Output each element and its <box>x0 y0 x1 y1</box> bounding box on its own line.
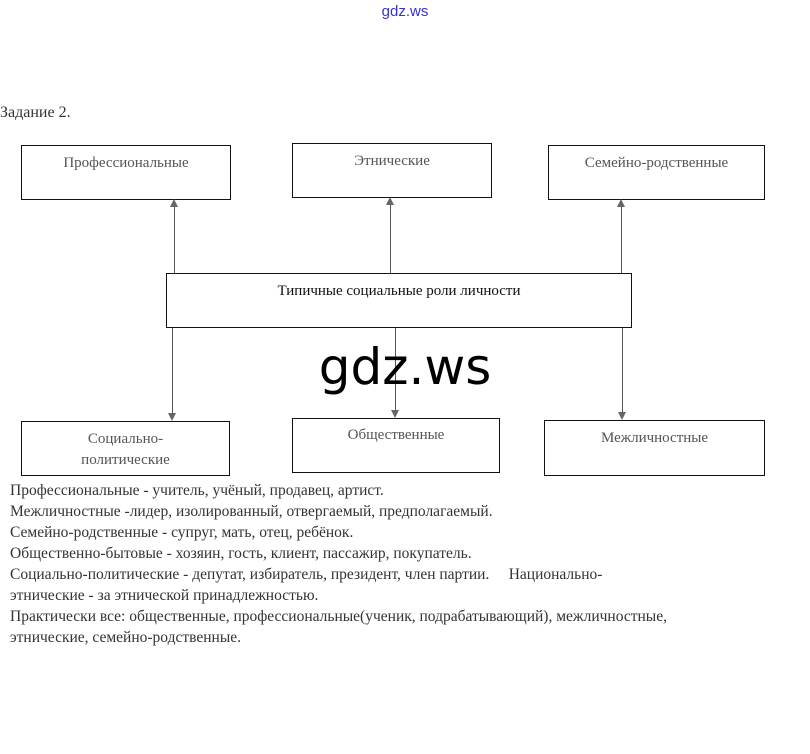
text-line: Социально-политические - депутат, избира… <box>10 566 603 583</box>
connector-line <box>174 204 175 273</box>
site-link[interactable]: gdz.ws <box>381 3 429 20</box>
text-line: этнические, семейно-родственные. <box>10 629 242 646</box>
box-ethnic: Этнические <box>292 143 492 198</box>
text-line: Общественно-бытовые - хозяин, гость, кли… <box>10 545 472 562</box>
text-line: Профессиональные - учитель, учёный, прод… <box>10 482 384 499</box>
text-line: этнические - за этнической принадлежност… <box>10 587 319 604</box>
box-center: Типичные социальные роли личности <box>166 273 632 328</box>
task-heading: Задание 2. <box>0 104 71 121</box>
arrow-down-icon <box>618 412 626 420</box>
connector-line <box>172 328 173 414</box>
connector-line <box>622 328 623 412</box>
text-line: Межличностные -лидер, изолированный, отв… <box>10 503 493 520</box>
box-socio-political: Социально- политические <box>21 421 230 476</box>
connector-line <box>621 204 622 273</box>
box-professional: Профессиональные <box>21 145 231 200</box>
arrow-up-icon <box>617 199 625 207</box>
arrow-up-icon <box>170 199 178 207</box>
arrow-up-icon <box>386 197 394 205</box>
box-public: Общественные <box>292 418 500 473</box>
box-interpersonal: Межличностные <box>544 420 765 476</box>
arrow-down-icon <box>391 410 399 418</box>
box-family: Семейно-родственные <box>548 145 765 200</box>
arrow-down-icon <box>168 413 176 421</box>
connector-line <box>395 328 396 412</box>
connector-line <box>390 202 391 273</box>
watermark: gdz.ws <box>318 338 492 396</box>
text-line: Практически все: общественные, профессио… <box>10 608 667 625</box>
text-line: Семейно-родственные - супруг, мать, отец… <box>10 524 354 541</box>
